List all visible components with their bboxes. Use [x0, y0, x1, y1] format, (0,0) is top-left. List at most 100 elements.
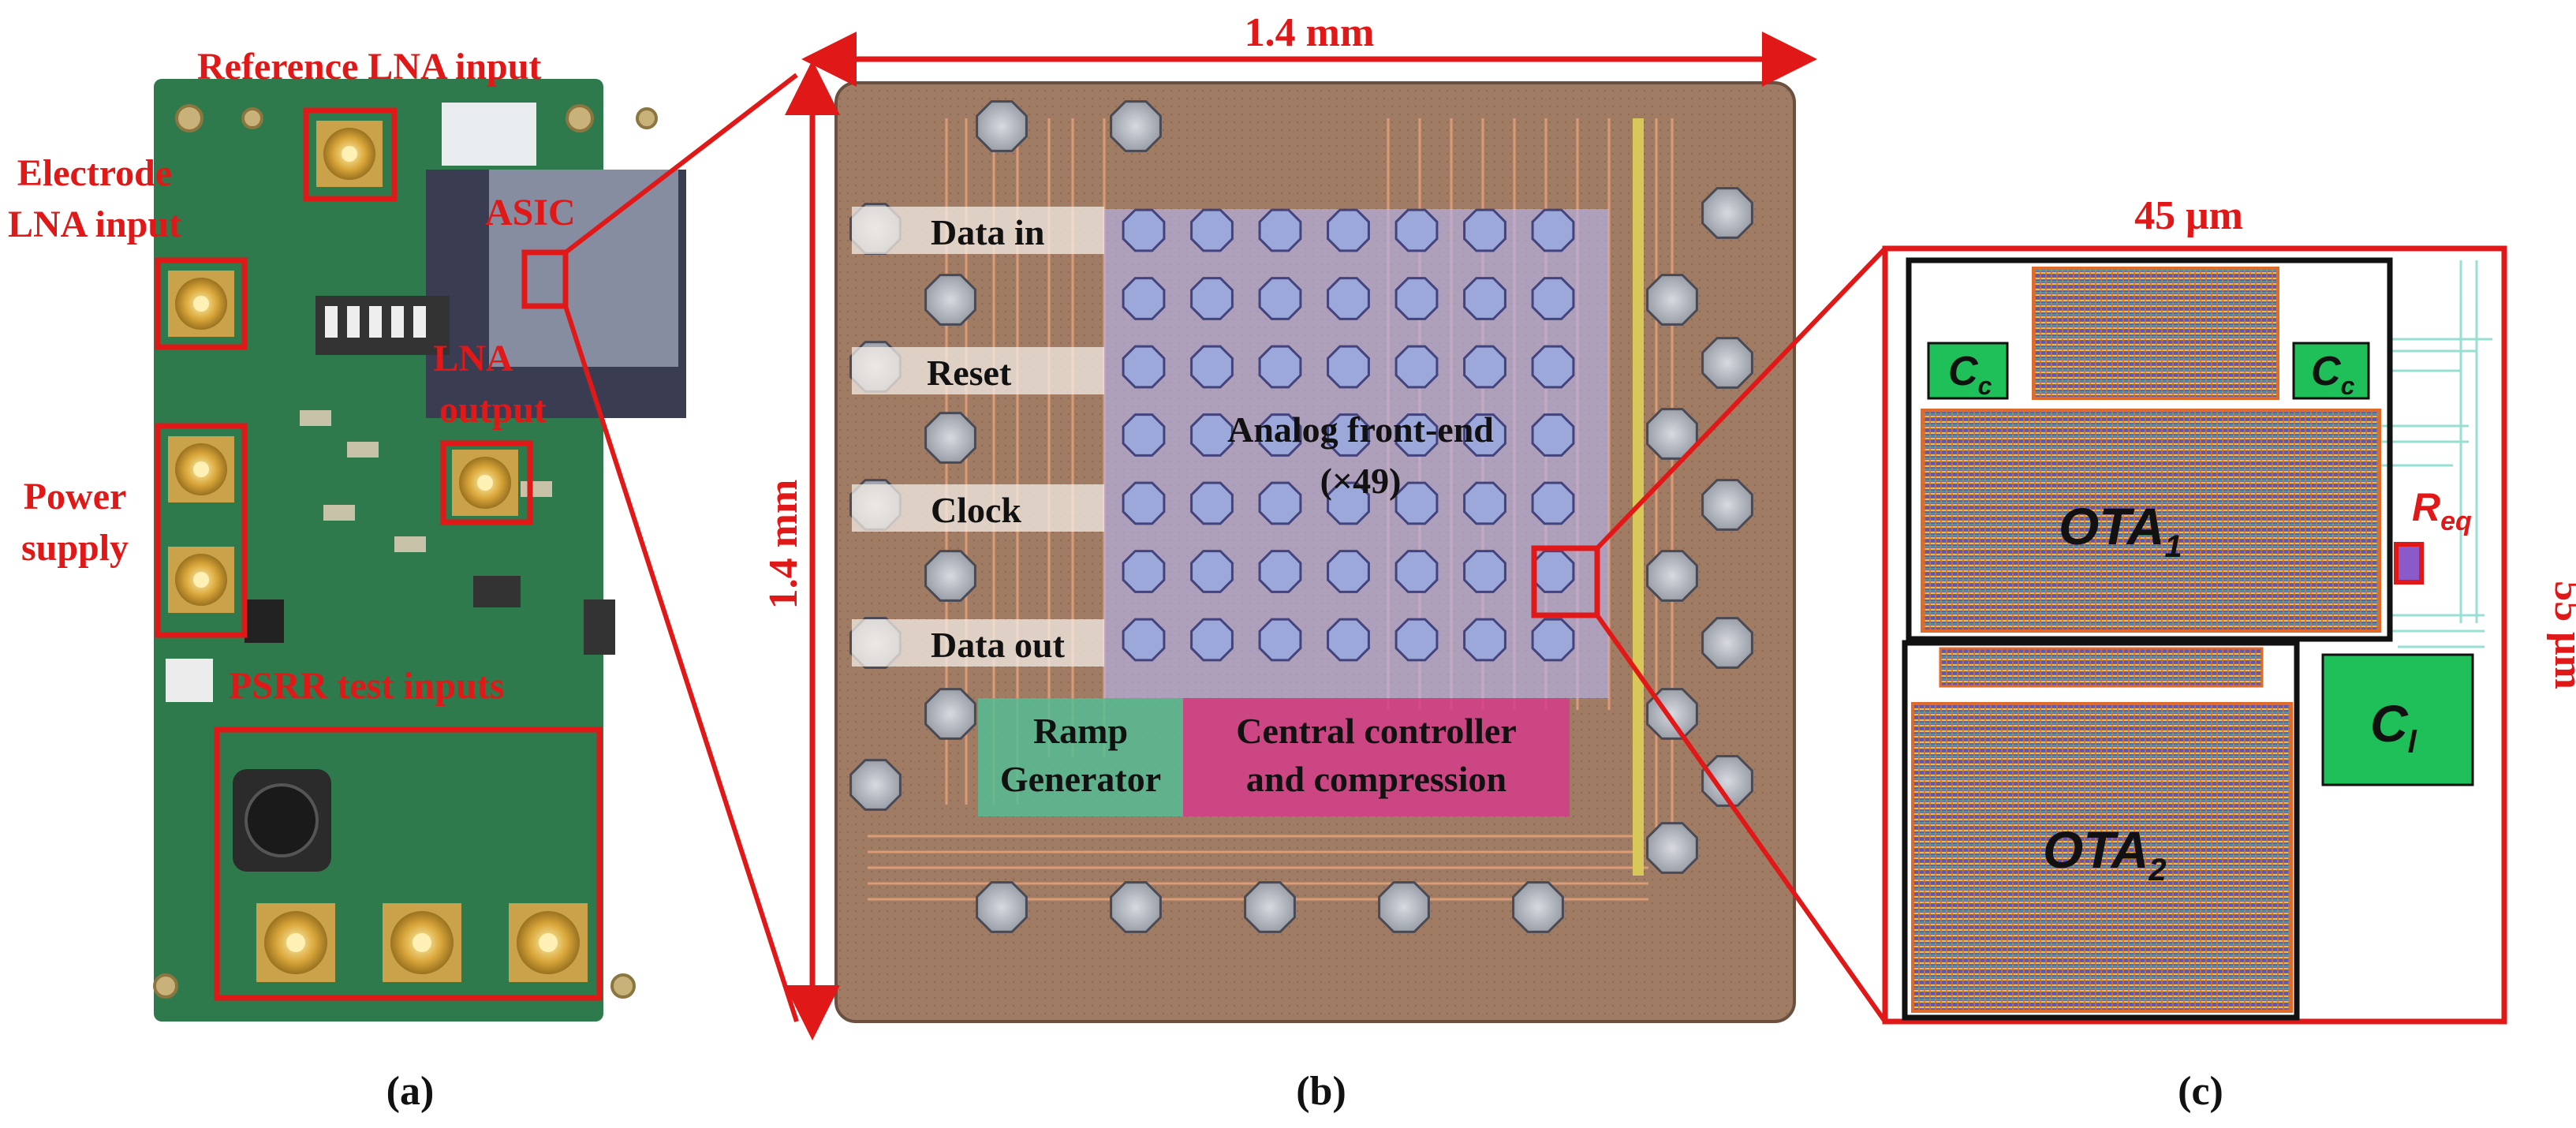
- afe-cell: [1531, 277, 1575, 320]
- afe-cell: [1394, 345, 1439, 389]
- panel-c: Cc Cc OTA1 OTA2 Req Cl 45 μm 55 μm (c): [1882, 193, 2576, 1114]
- afe-cell: [1190, 277, 1234, 320]
- afe-cell: [1463, 618, 1506, 662]
- afe-cell: [1327, 481, 1370, 525]
- afe-cell: [1531, 208, 1575, 252]
- power-rail: [1633, 118, 1644, 876]
- bond-pad: [1701, 479, 1753, 531]
- dim-height-label: 1.4 mm: [761, 480, 806, 610]
- afe-cell: [1463, 481, 1506, 525]
- asic-tape: [489, 170, 678, 367]
- ota1-box: [1906, 257, 2393, 642]
- caption-c: (c): [2178, 1069, 2223, 1114]
- afe-cell: [1531, 550, 1575, 593]
- bond-pad: [924, 550, 976, 602]
- afe-cell: [1190, 413, 1234, 457]
- strip-data-in: [852, 207, 1104, 254]
- label-lna-output-line1: LNA: [433, 338, 513, 379]
- label-ramp-line2: Generator: [1000, 759, 1161, 799]
- svg-text:Cc: Cc: [2311, 349, 2355, 400]
- afe-cell: [1122, 413, 1166, 457]
- ota1-array: [1921, 409, 2381, 633]
- bond-pad: [1701, 187, 1753, 239]
- dim-55um-label: 55 μm: [2546, 581, 2576, 689]
- afe-cell-grid: [1122, 208, 1575, 662]
- afe-cell: [1190, 208, 1234, 252]
- strip-data-out: [852, 619, 1104, 667]
- strip-clock: [852, 484, 1104, 532]
- afe-cell: [1394, 550, 1439, 593]
- mounting-holes: [153, 104, 658, 999]
- afe-cell: [1258, 208, 1302, 252]
- afe-cell: [1258, 481, 1302, 525]
- svg-text:Cc: Cc: [1948, 349, 1992, 400]
- bond-pad: [1378, 881, 1430, 933]
- box-lna-output: [440, 440, 533, 525]
- cc-left-block: [1927, 342, 2009, 400]
- afe-cell: [1394, 413, 1439, 457]
- afe-cell: [1394, 277, 1439, 320]
- afe-cell: [1531, 413, 1575, 457]
- afe-cell: [1327, 345, 1370, 389]
- box-psrr: [214, 726, 603, 1001]
- label-psrr-test-inputs: PSRR test inputs: [229, 665, 504, 707]
- dip-switch: [315, 296, 450, 355]
- label-controller-line2: and compression: [1246, 759, 1506, 799]
- bond-pad: [849, 759, 902, 811]
- label-controller-line1: Central controller: [1236, 711, 1517, 751]
- sma-connectors: [168, 121, 588, 982]
- bond-pad: [924, 412, 976, 464]
- afe-cell: [1327, 208, 1370, 252]
- bond-pad: [1110, 881, 1162, 933]
- bond-pad: [1512, 881, 1564, 933]
- label-afe-line2: (×49): [1320, 461, 1402, 501]
- afe-cell: [1531, 345, 1575, 389]
- afe-cell: [1190, 618, 1234, 662]
- req-label: Req: [2412, 485, 2472, 536]
- cl-block: [2321, 653, 2474, 786]
- ota1-label: OTA1: [2059, 497, 2182, 564]
- label-reset: Reset: [927, 353, 1012, 393]
- svg-text:Req: Req: [2412, 485, 2472, 536]
- afe-cell: [1463, 277, 1506, 320]
- highlight-boxes: [155, 107, 603, 1001]
- cc-left-label: Cc: [1948, 349, 1992, 400]
- box-reference-lna: [303, 107, 398, 202]
- label-power-line2: supply: [21, 527, 129, 569]
- afe-cell: [1122, 481, 1166, 525]
- box-power-supply: [155, 423, 248, 638]
- bond-pad: [1646, 408, 1698, 460]
- relay-block: [442, 103, 536, 166]
- ota2-box: [1902, 640, 2300, 1021]
- ota2-label: OTA2: [2043, 820, 2167, 887]
- label-afe-line1: Analog front-end: [1227, 409, 1494, 450]
- afe-cell: [1327, 618, 1370, 662]
- dim-45um-label: 45 μm: [2134, 193, 2243, 238]
- afe-cell: [1190, 345, 1234, 389]
- bond-pad: [924, 688, 976, 740]
- bond-pad: [1701, 617, 1753, 669]
- svg-text:OTA2: OTA2: [2043, 820, 2167, 887]
- bond-pad: [1110, 100, 1162, 152]
- bond-pad: [976, 881, 1028, 933]
- bond-pad: [976, 100, 1028, 152]
- afe-cell: [1394, 481, 1439, 525]
- afe-cell: [1394, 618, 1439, 662]
- label-clock: Clock: [931, 490, 1021, 530]
- cc-right-label: Cc: [2311, 349, 2355, 400]
- req-block: [2394, 542, 2424, 585]
- afe-cell: [1531, 618, 1575, 662]
- zoom-lines-a-b: [563, 73, 799, 1022]
- label-reference-lna-input: Reference LNA input: [197, 46, 541, 88]
- label-electrode-line1: Electrode: [17, 152, 172, 194]
- box-electrode-lna: [155, 257, 248, 350]
- afe-cell: [1190, 481, 1234, 525]
- afe-cell: [1463, 345, 1506, 389]
- afe-cell: [1258, 345, 1302, 389]
- bond-pad: [1244, 881, 1296, 933]
- svg-text:OTA1: OTA1: [2059, 497, 2182, 564]
- power-connector: [166, 659, 213, 702]
- controller-block: [1183, 698, 1570, 816]
- svg-text:Cl: Cl: [2370, 694, 2417, 760]
